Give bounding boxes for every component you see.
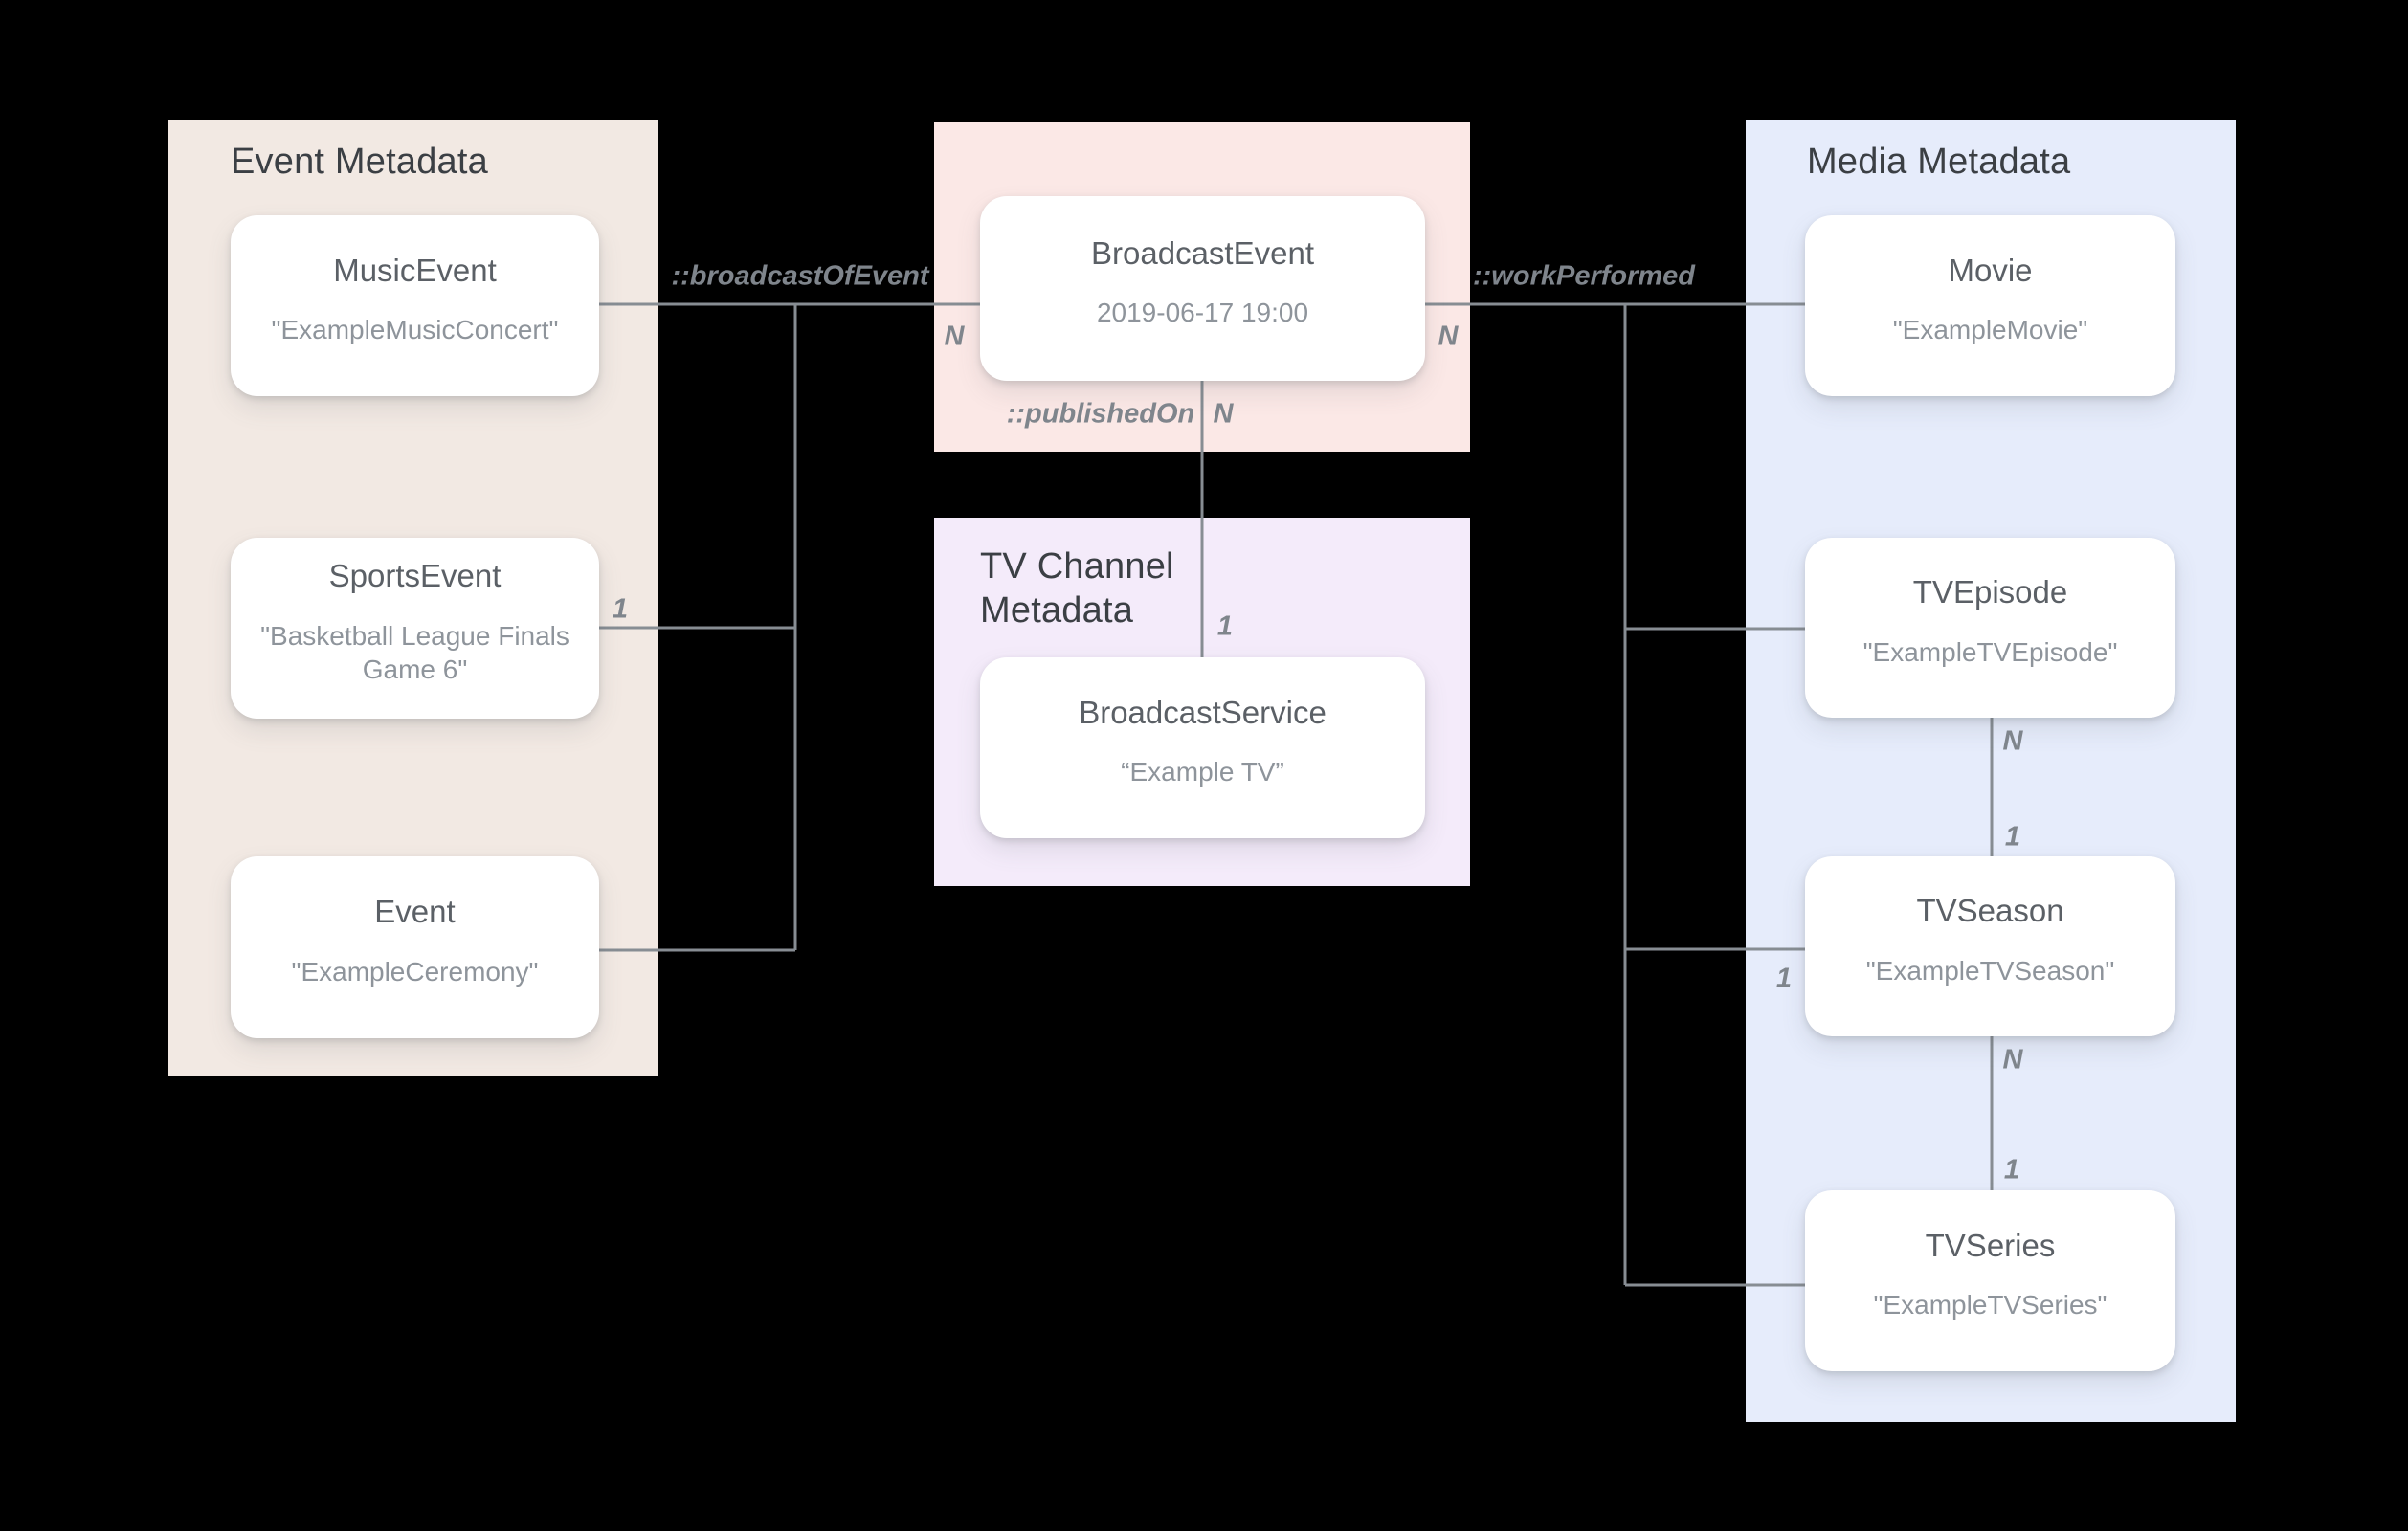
node-value-label: “Example TV” [1121,757,1284,788]
node-broadcast-service: BroadcastService “Example TV” [980,657,1425,838]
edge-label-published-on: ::publishedOn [1006,398,1195,430]
node-type-label: MusicEvent [333,252,497,288]
cardinality-season-bottom-n: N [2002,1044,2023,1076]
cardinality-season-series-1: 1 [2003,1154,2020,1186]
node-sports-event: SportsEvent "Basketball League Finals Ga… [231,538,599,719]
cardinality-sports-event-1: 1 [612,593,629,625]
cardinality-published-on-n: N [1213,398,1234,430]
node-value-label: "ExampleCeremony" [291,956,539,987]
node-value-label: "ExampleMovie" [1892,315,2088,345]
node-event: Event "ExampleCeremony" [231,856,599,1038]
edge-label-work-performed: ::workPerformed [1472,260,1696,292]
node-type-label: TVSeries [1925,1227,2056,1263]
node-type-label: BroadcastEvent [1091,234,1314,271]
node-type-label: Movie [1948,252,2033,288]
cardinality-tv-channel-1: 1 [1216,610,1234,642]
edge-label-broadcast-of-event: ::broadcastOfEvent [671,260,929,292]
node-type-label: SportsEvent [328,558,502,594]
node-tv-episode: TVEpisode "ExampleTVEpisode" [1805,538,2175,718]
node-tv-season: TVSeason "ExampleTVSeason" [1805,856,2175,1036]
node-type-label: TVSeason [1916,893,2064,929]
node-broadcast-event: BroadcastEvent 2019-06-17 19:00 [980,196,1425,381]
node-value-label: 2019-06-17 19:00 [1096,298,1309,328]
node-type-label: TVEpisode [1912,574,2068,610]
node-value-label: "ExampleTVEpisode" [1862,636,2118,667]
cardinality-episode-bottom-n: N [2002,725,2023,757]
event-metadata-title: Event Metadata [231,142,488,182]
media-metadata-title: Media Metadata [1807,142,2071,182]
node-type-label: Event [374,894,456,930]
cardinality-broadcast-right: N [1438,321,1459,352]
tv-channel-metadata-title: TV Channel Metadata [980,546,1174,631]
node-value-label: "ExampleTVSeries" [1873,1290,2107,1320]
node-value-label: "Basketball League Finals Game 6" [260,620,569,684]
node-type-label: BroadcastService [1079,694,1327,730]
node-value-label: "ExampleMusicConcert" [271,315,559,345]
node-music-event: MusicEvent "ExampleMusicConcert" [231,215,599,396]
cardinality-episode-season-1: 1 [2004,821,2021,853]
cardinality-tv-season-branch-1: 1 [1775,963,1793,994]
node-tv-series: TVSeries "ExampleTVSeries" [1805,1190,2175,1371]
cardinality-broadcast-left: N [944,321,965,352]
node-movie: Movie "ExampleMovie" [1805,215,2175,396]
node-value-label: "ExampleTVSeason" [1865,955,2115,986]
